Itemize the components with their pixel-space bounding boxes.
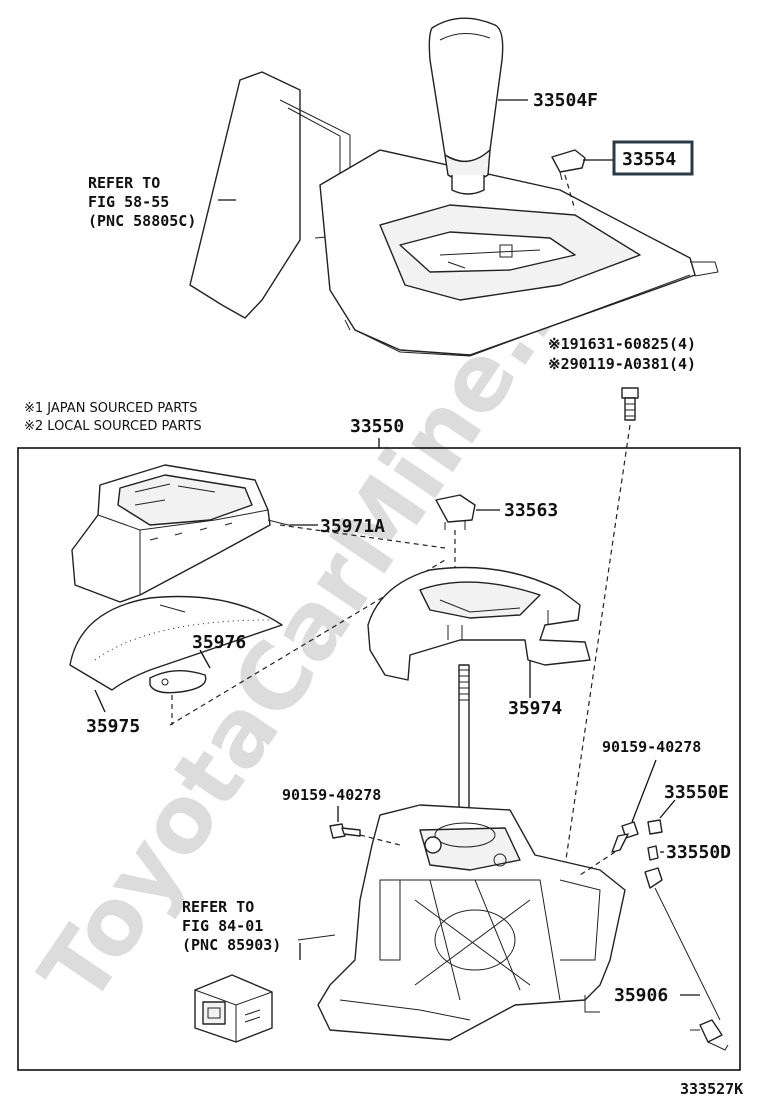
ref-top-line1: REFER TO — [88, 174, 160, 192]
slide-cover-part — [367, 566, 591, 681]
connector-module-part — [194, 974, 273, 1043]
label-90159-right: 90159-40278 — [602, 738, 701, 756]
plate-part — [69, 595, 283, 691]
leader-33550E — [659, 799, 676, 819]
shift-lever-assembly — [297, 664, 626, 1041]
dash-line-left-bolt — [359, 834, 401, 846]
label-33550E: 33550E — [664, 782, 729, 803]
wire-harness-part — [644, 867, 729, 1051]
ref-top-line2: FIG 58-55 — [88, 193, 169, 211]
cap-e-part — [647, 819, 663, 835]
label-33504F: 33504F — [533, 90, 598, 111]
bolt-dash-line — [559, 424, 631, 901]
label-33550D: 33550D — [666, 842, 731, 863]
ref-bottom-line1: REFER TO — [182, 898, 254, 916]
dash-line-right-bolt — [579, 851, 616, 876]
note-japan: ※1 JAPAN SOURCED PARTS — [24, 401, 198, 416]
assembly-frame — [17, 447, 741, 1071]
highlight-box-33554 — [612, 140, 694, 176]
label-35976: 35976 — [192, 632, 246, 653]
dash-line-a — [279, 524, 446, 549]
figure-code: 333527K — [680, 1080, 743, 1098]
clip-dash-line — [564, 174, 576, 211]
label-33554: 33554 — [622, 149, 676, 170]
left-bolt-part — [329, 823, 361, 839]
label-35975: 35975 — [86, 716, 140, 737]
label-bolt2: ※290119-A0381(4) — [548, 355, 696, 373]
leader-35975 — [94, 689, 106, 713]
bolt-part — [621, 387, 639, 421]
label-bolt1: ※191631-60825(4) — [548, 335, 696, 353]
label-33550: 33550 — [350, 416, 404, 437]
clip-part — [551, 149, 586, 181]
ref-top-line3: (PNC 58805C) — [88, 212, 196, 230]
leader-90159-right — [631, 759, 657, 823]
indicator-housing-part — [71, 464, 308, 603]
shift-knob-part — [428, 17, 504, 195]
ref-bottom-line2: FIG 84-01 — [182, 917, 263, 935]
retainer-clip-part — [435, 494, 476, 530]
console-cover-part — [189, 71, 719, 357]
label-35974: 35974 — [508, 698, 562, 719]
label-33563: 33563 — [504, 500, 558, 521]
note-local: ※2 LOCAL SOURCED PARTS — [24, 419, 202, 434]
right-bolt-part — [611, 821, 639, 853]
ref-bottom-line3: (PNC 85903) — [182, 936, 281, 954]
cap-d-part — [647, 845, 659, 861]
label-90159-left: 90159-40278 — [282, 786, 381, 804]
label-35906: 35906 — [614, 985, 668, 1006]
leader-35976 — [199, 649, 211, 669]
label-35971A: 35971A — [320, 516, 385, 537]
small-plate-part — [149, 670, 207, 694]
